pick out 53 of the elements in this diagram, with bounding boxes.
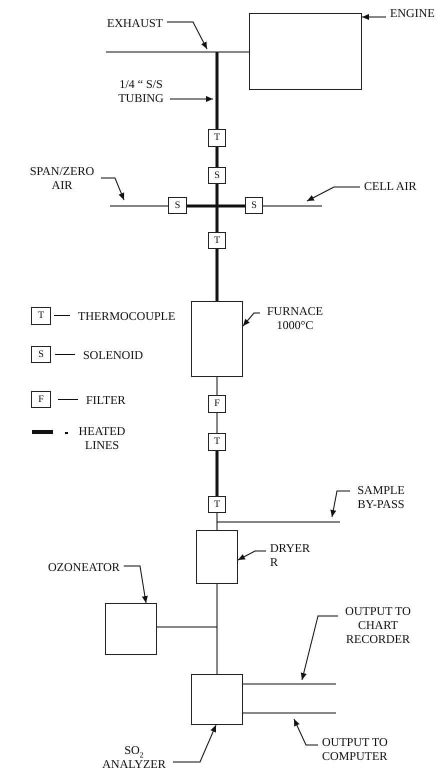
leader-arrow — [294, 718, 318, 746]
pipe-line — [216, 512, 340, 522]
legend-symbol: F — [31, 391, 51, 408]
heated-line — [216, 451, 218, 496]
callout-label: FURNACE 1000°C — [264, 304, 326, 332]
furnace-box — [191, 301, 243, 377]
leader-arrow — [242, 312, 260, 326]
pipe-line — [216, 412, 218, 434]
callout-label: OUTPUT TO COMPUTER — [322, 735, 394, 763]
pipe-line — [156, 626, 218, 674]
callout-label: 1/4 “ S/S TUBING — [116, 77, 166, 105]
analyzer-box — [191, 674, 243, 725]
leader-arrow — [362, 14, 386, 20]
leader-arrow — [123, 566, 148, 604]
heated-line — [216, 147, 218, 167]
callout-label: OZONEATOR — [48, 560, 120, 574]
pipe-line — [242, 712, 336, 714]
ozoneator-box — [105, 603, 157, 655]
callout-label: CELL AIR — [364, 179, 417, 193]
callout-label: SO$_{2}$ ANALYZER — [99, 743, 169, 771]
legend-symbol: T — [31, 307, 51, 325]
callout-label: SPAN/ZERO AIR — [27, 164, 97, 192]
engine-box — [249, 13, 362, 90]
filter-symbol: F — [208, 395, 226, 413]
leader-arrow — [166, 22, 208, 50]
callout-label: SAMPLE BY-PASS — [354, 483, 408, 511]
thermocouple-symbol: T — [208, 496, 226, 513]
callout-label: OUTPUT TO CHART RECORDER — [342, 604, 414, 646]
leader-arrow — [306, 186, 360, 202]
callout-label: EXHAUST — [107, 16, 163, 30]
leader-arrow — [300, 616, 338, 680]
solenoid-symbol: S — [168, 197, 187, 214]
legend-label: SOLENOID — [83, 348, 143, 362]
leader-arrow — [100, 178, 124, 200]
legend-label: FILTER — [86, 393, 126, 407]
callout-label: ENGINE — [390, 6, 435, 20]
leader-arrow — [170, 96, 214, 102]
dryer-box — [196, 530, 238, 584]
leader-arrow — [238, 550, 266, 560]
pipe-line — [216, 376, 218, 396]
leader-arrow — [172, 724, 216, 762]
callout-label: DRYER R — [270, 541, 313, 569]
heated-line — [216, 204, 245, 232]
legend-label: THERMOCOUPLE — [78, 309, 176, 323]
solenoid-symbol: S — [245, 197, 263, 214]
heated-line — [216, 249, 218, 301]
solenoid-symbol: S — [208, 167, 226, 184]
legend-symbol: S — [31, 346, 51, 363]
thermocouple-symbol: T — [208, 129, 226, 147]
leader-arrow — [330, 490, 350, 518]
thermocouple-symbol: T — [208, 433, 226, 451]
thermocouple-symbol: T — [208, 232, 226, 249]
legend-label: HEATED LINES — [78, 424, 126, 452]
